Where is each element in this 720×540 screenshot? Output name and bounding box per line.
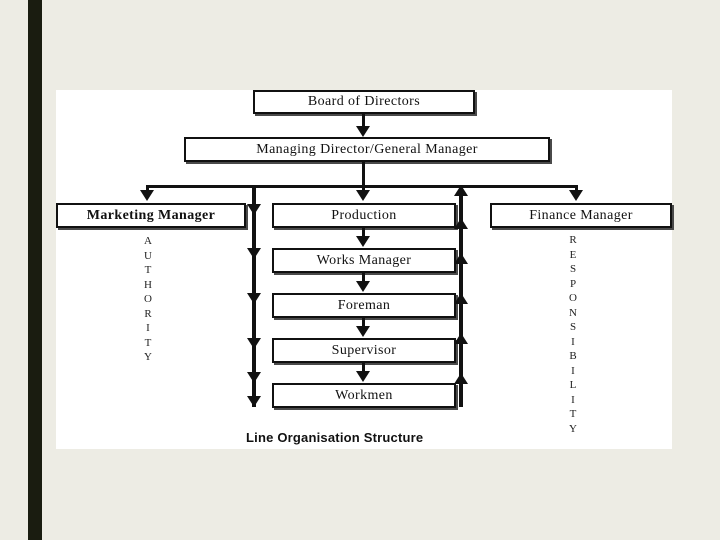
connector-bus-to-production (362, 185, 365, 192)
responsibility-letter-0: R (569, 234, 577, 246)
arrowhead-production-to-works-manager (356, 236, 370, 247)
responsibility-letter-4: O (569, 292, 577, 304)
authority-letter-8: Y (144, 351, 152, 363)
node-board-of-directors[interactable]: Board of Directors (253, 90, 475, 114)
authority-letter-3: H (144, 278, 152, 291)
responsibility-letter-9: I (571, 364, 575, 377)
distribution-bus (146, 185, 576, 188)
node-marketing-manager-label: Marketing Manager (86, 207, 216, 223)
diagram-canvas: Board of Directors Managing Director/Gen… (56, 90, 672, 449)
authority-letter-5: R (144, 307, 152, 320)
responsibility-letter-5: N (569, 306, 577, 319)
connector-supervisor-to-workmen (362, 363, 365, 373)
arrowhead-bus-to-production (356, 190, 370, 201)
node-workmen[interactable]: Workmen (272, 383, 456, 408)
connector-bus-to-marketing (146, 185, 149, 192)
authority-letter-7: T (144, 336, 152, 349)
node-foreman-label: Foreman (337, 297, 391, 313)
connector-works-manager-to-foreman (362, 273, 365, 283)
arrowhead-board-to-md (356, 126, 370, 137)
authority-label: A U T H O R I T Y (140, 234, 156, 365)
responsibility-letter-3: P (569, 277, 577, 290)
responsibility-arrowhead-3 (454, 293, 468, 304)
responsibility-label: R E S P O N S I B I L I T Y (565, 233, 581, 436)
connector-md-to-bus (362, 162, 365, 185)
connector-production-to-works-manager (362, 228, 365, 238)
node-finance-manager-label: Finance Manager (529, 207, 633, 223)
responsibility-arrowhead-4 (454, 333, 468, 344)
authority-letter-6: I (146, 322, 150, 334)
responsibility-arrowhead-2 (454, 253, 468, 264)
authority-letter-2: T (144, 264, 152, 276)
authority-arrowhead-2 (247, 248, 261, 259)
responsibility-letter-1: E (569, 248, 577, 261)
authority-arrowhead-5 (247, 372, 261, 383)
node-foreman[interactable]: Foreman (272, 293, 456, 318)
node-workmen-label: Workmen (335, 387, 393, 403)
diagram-caption: Line Organisation Structure (246, 430, 424, 445)
connector-foreman-to-supervisor (362, 318, 365, 328)
authority-arrowhead-1 (247, 204, 261, 215)
responsibility-letter-6: S (569, 321, 577, 333)
arrowhead-supervisor-to-workmen (356, 371, 370, 382)
responsibility-arrowhead-5 (454, 373, 468, 384)
authority-letter-1: U (144, 249, 152, 262)
node-managing-director[interactable]: Managing Director/General Manager (184, 137, 550, 162)
node-production-label: Production (331, 207, 397, 223)
arrowhead-bus-to-marketing (140, 190, 154, 201)
responsibility-letter-7: I (571, 335, 575, 348)
node-finance-manager[interactable]: Finance Manager (490, 203, 672, 228)
node-supervisor[interactable]: Supervisor (272, 338, 456, 363)
responsibility-letter-11: I (571, 393, 575, 406)
responsibility-letter-10: L (569, 379, 577, 391)
node-board-of-directors-label: Board of Directors (307, 94, 421, 109)
authority-letter-4: O (144, 293, 152, 305)
authority-letter-0: A (144, 235, 152, 247)
arrowhead-foreman-to-supervisor (356, 326, 370, 337)
responsibility-arrowhead-1 (454, 218, 468, 229)
node-production[interactable]: Production (272, 203, 456, 228)
responsibility-letter-12: T (569, 408, 577, 420)
node-managing-director-label: Managing Director/General Manager (256, 141, 478, 157)
arrowhead-bus-to-finance (569, 190, 583, 201)
responsibility-letter-2: S (569, 263, 577, 275)
responsibility-letter-13: Y (569, 422, 577, 435)
authority-arrowhead-6 (247, 396, 261, 407)
arrowhead-works-manager-to-foreman (356, 281, 370, 292)
node-works-manager[interactable]: Works Manager (272, 248, 456, 273)
node-works-manager-label: Works Manager (316, 252, 412, 268)
authority-arrowhead-4 (247, 338, 261, 349)
slide-accent-stripe (28, 0, 42, 540)
authority-arrowhead-3 (247, 293, 261, 304)
connector-board-to-md (362, 114, 365, 128)
responsibility-letter-8: B (569, 350, 577, 362)
connector-bus-to-finance (575, 185, 578, 192)
node-supervisor-label: Supervisor (331, 342, 397, 358)
node-marketing-manager[interactable]: Marketing Manager (56, 203, 246, 228)
